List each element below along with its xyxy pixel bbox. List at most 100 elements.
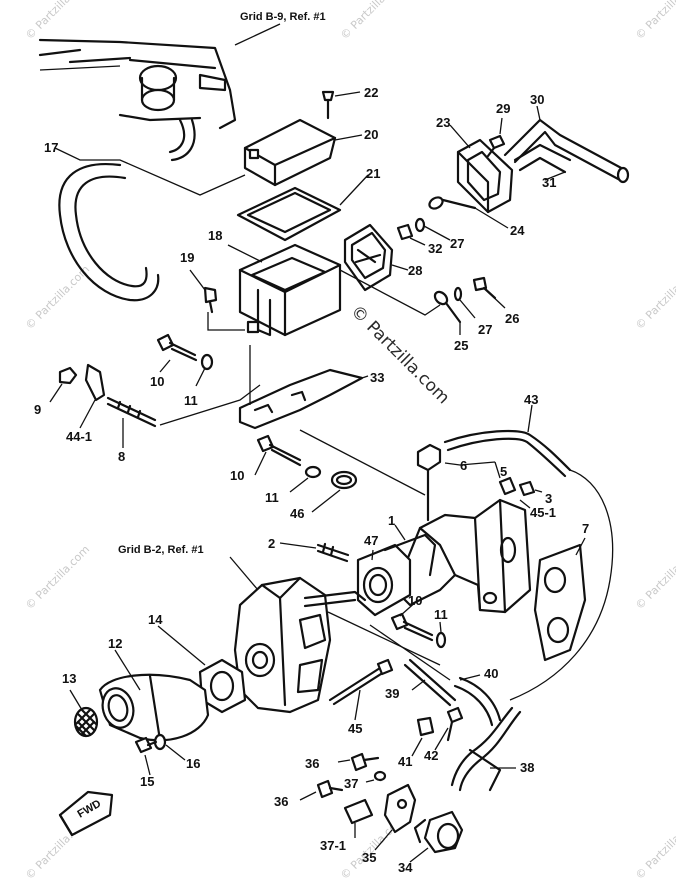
label-14: 14 (148, 612, 163, 627)
cowling-section (38, 38, 237, 162)
part-32-screw (396, 223, 414, 241)
part-13-screen (73, 706, 99, 738)
label-7: 7 (582, 521, 589, 536)
label-6: 6 (460, 458, 467, 473)
part-15-screw (134, 736, 158, 754)
label-28: 28 (408, 263, 422, 278)
part-7-gasket (533, 543, 587, 662)
label-34: 34 (398, 860, 413, 875)
label-9: 9 (34, 402, 41, 417)
watermark-small: © Partzilla.com (633, 263, 676, 332)
label-25: 25 (454, 338, 468, 353)
watermark-main: © Partzilla.com (346, 301, 453, 408)
label-17: 17 (44, 140, 58, 155)
part-9-nut (58, 366, 78, 385)
part-22-screw (321, 90, 335, 120)
part-33-bracket (238, 368, 364, 430)
watermark-small: © Partzilla.com (633, 813, 676, 882)
label-45: 45 (348, 721, 362, 736)
label-15: 15 (140, 774, 154, 789)
label-27: 27 (450, 236, 464, 251)
label-19: 19 (180, 250, 194, 265)
label-35: 35 (362, 850, 376, 865)
label-45-1: 45-1 (530, 505, 556, 520)
label-46: 46 (290, 506, 304, 521)
part-11-washer-upper (200, 353, 214, 371)
part-44-1-bracket (84, 363, 106, 402)
label-16: 16 (186, 756, 200, 771)
part-37-washer (373, 770, 387, 782)
watermark-small-group: © Partzilla.com © Partzilla.com © Partzi… (23, 0, 676, 882)
label-24: 24 (510, 223, 525, 238)
label-10: 10 (150, 374, 164, 389)
label-27: 27 (478, 322, 492, 337)
label-11: 11 (434, 607, 448, 622)
part-11-washer-lower (435, 631, 447, 649)
part-12-silencer (98, 673, 210, 742)
label-37-1: 37-1 (320, 838, 346, 853)
fwd-arrow-icon (58, 790, 114, 837)
label-44-1: 44-1 (66, 429, 92, 444)
part-11-washer-middle (304, 465, 322, 479)
part-10-bolt-upper (156, 333, 198, 362)
part-31-pipe (513, 143, 572, 174)
label-47: 47 (364, 533, 378, 548)
label-12: 12 (108, 636, 122, 651)
part-24-fitting (428, 196, 477, 210)
part-35-bracket (383, 783, 417, 834)
label-38: 38 (520, 760, 534, 775)
label-5: 5 (500, 464, 507, 479)
watermark-small: © Partzilla.com (338, 0, 407, 42)
part-23-plate (456, 138, 514, 214)
label-36: 36 (305, 756, 319, 771)
label-11: 11 (265, 490, 279, 505)
watermark-small: © Partzilla.com (23, 263, 92, 332)
label-30: 30 (530, 92, 544, 107)
part-46-clamp (330, 470, 358, 490)
label-43: 43 (524, 392, 538, 407)
watermark-small: © Partzilla.com (23, 543, 92, 612)
part-29-screw (486, 134, 506, 158)
label-18: 18 (208, 228, 222, 243)
part-37-1-spacer (343, 798, 374, 825)
label-1: 1 (388, 513, 395, 528)
part-43-hose (443, 429, 572, 478)
watermark-small: © Partzilla.com (633, 543, 676, 612)
label-40: 40 (484, 666, 498, 681)
carburetor-body (233, 576, 367, 714)
label-23: 23 (436, 115, 450, 130)
label-3: 3 (545, 491, 552, 506)
label-31: 31 (542, 175, 556, 190)
part-17-hose (58, 163, 160, 302)
part-labels: 22 20 21 23 29 30 31 24 27 32 28 27 26 2… (34, 85, 589, 875)
label-22: 22 (364, 85, 378, 100)
part-10-bolt-middle (256, 434, 302, 467)
part-45-stud (328, 658, 394, 706)
part-36-screw-upper (350, 752, 380, 772)
label-2: 2 (268, 536, 275, 551)
label-37: 37 (344, 776, 358, 791)
part-6-elbow (416, 443, 442, 522)
part-2-stud (316, 542, 350, 563)
part-27-washer (414, 217, 426, 233)
part-40-hose (453, 676, 502, 727)
label-21: 21 (366, 166, 380, 181)
part-3-screw (518, 480, 536, 497)
part-5-fitting (498, 476, 517, 496)
label-26: 26 (505, 311, 519, 326)
part-18-chamber (238, 243, 342, 337)
part-27-washer-lower (453, 286, 463, 302)
label-41: 41 (398, 754, 412, 769)
part-1-manifold (393, 498, 532, 614)
label-11: 11 (184, 393, 198, 408)
part-10-bolt-lower (390, 612, 434, 642)
label-42: 42 (424, 748, 438, 763)
label-39: 39 (385, 686, 399, 701)
part-39-tube (403, 658, 457, 707)
label-10: 10 (230, 468, 244, 483)
part-30-pipe (503, 118, 630, 184)
part-21-gasket (236, 186, 342, 242)
part-38-hose (450, 706, 522, 792)
part-19-screw (203, 286, 218, 314)
